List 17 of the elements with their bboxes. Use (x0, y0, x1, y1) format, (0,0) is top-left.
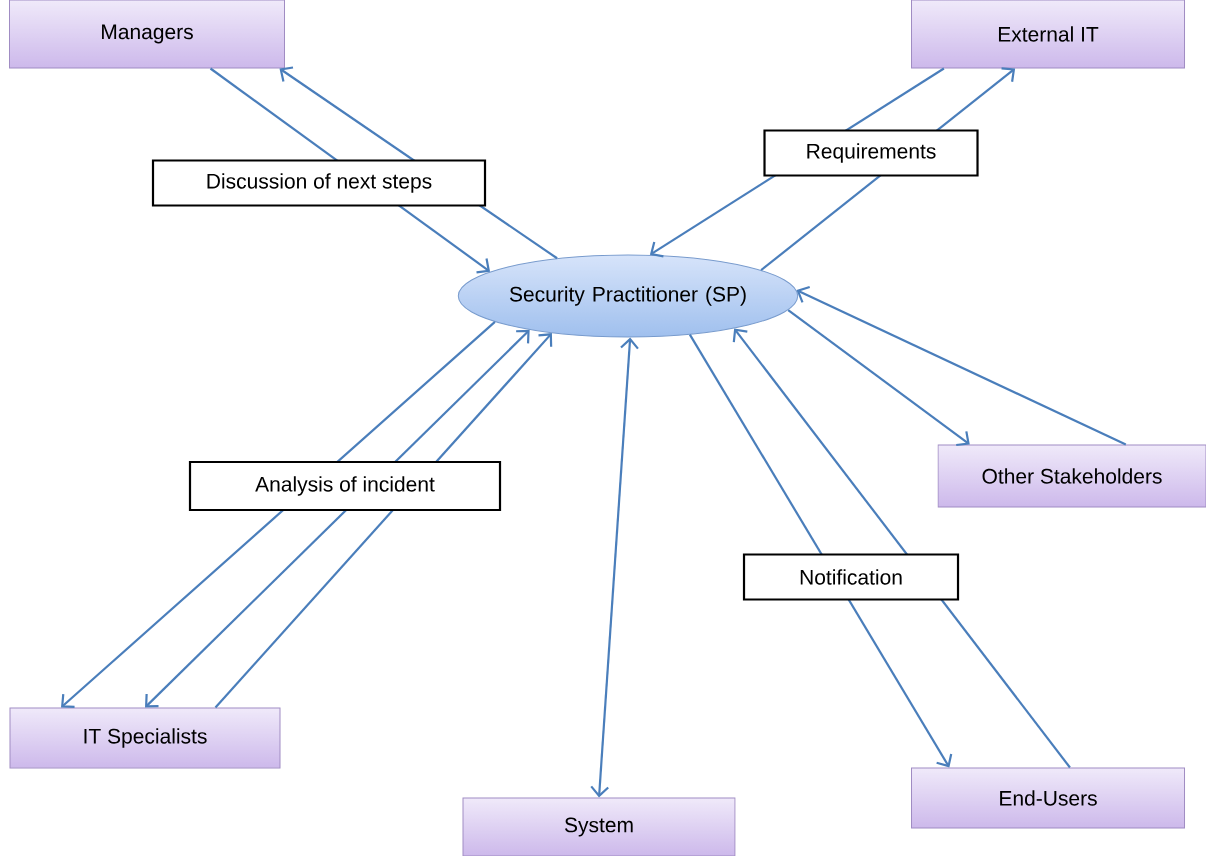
arrow (732, 328, 1071, 769)
ellipse-node: Security Practitioner (SP) (457, 254, 799, 338)
process-box: IT Specialists (9, 707, 281, 769)
arrow (590, 337, 639, 798)
edge-label: Discussion of next steps (151, 159, 487, 207)
edge-label: Analysis of incident (188, 460, 502, 512)
process-box: Managers (9, 0, 285, 69)
process-box: End-Users (911, 767, 1185, 829)
arrow (796, 285, 1127, 446)
process-box: System (462, 797, 736, 856)
arrow (787, 309, 970, 447)
arrow (145, 329, 530, 708)
arrow (688, 334, 953, 768)
process-box: External IT (911, 0, 1185, 69)
edge-label: Notification (742, 553, 960, 601)
process-box: Other Stakeholders (937, 444, 1206, 508)
edge-label: Requirements (763, 129, 979, 177)
